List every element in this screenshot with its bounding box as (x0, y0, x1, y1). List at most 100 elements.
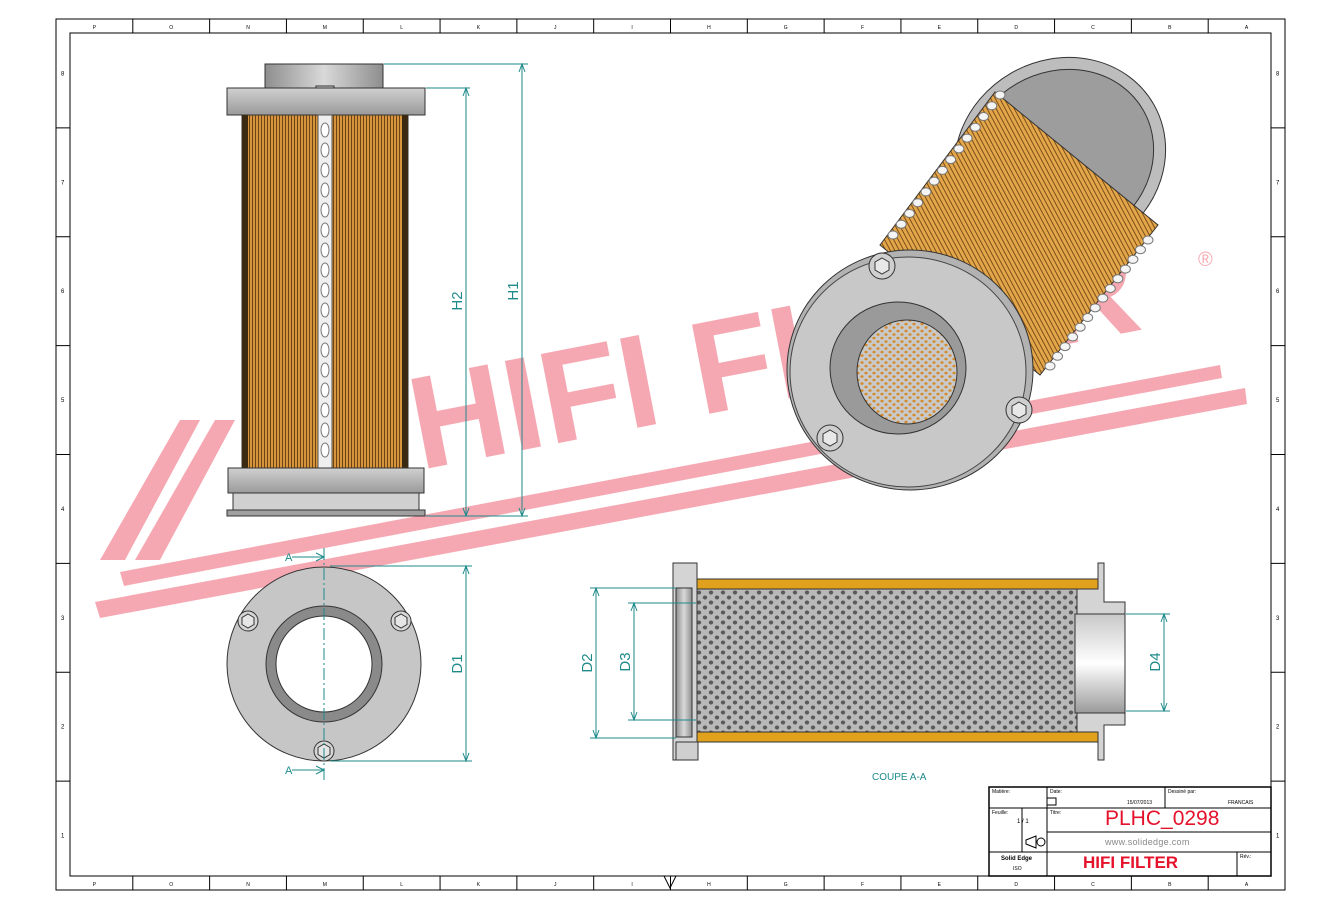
h1-label: H1 (505, 281, 522, 300)
border-top-label: O (169, 25, 173, 31)
flange-bolt-1 (237, 610, 259, 632)
website-text: www.solidedge.com (1105, 837, 1190, 847)
support-bead (320, 242, 330, 258)
sheet-value: 1 / 1 (1017, 819, 1029, 825)
title-label: Titre: (1050, 810, 1062, 816)
center-marker-icon (663, 875, 677, 890)
standard-label: ISO (1013, 866, 1022, 872)
h2-label: H2 (449, 291, 466, 310)
border-top-label: A (1245, 25, 1249, 31)
border-bottom-label: N (246, 882, 250, 888)
support-bead (320, 262, 330, 278)
support-bead (320, 222, 330, 238)
isometric-view (786, 56, 1167, 491)
support-bead (320, 342, 330, 358)
side-beads (320, 122, 330, 458)
border-top-label: D (1014, 25, 1018, 31)
border-bottom-label: E (938, 882, 942, 888)
border-left-label: 8 (61, 71, 65, 77)
support-bead (1082, 313, 1094, 323)
support-bead (1089, 303, 1101, 313)
iso-bolt-1 (868, 252, 896, 280)
border-bottom-label: K (477, 882, 481, 888)
border-right-label: 3 (1276, 616, 1280, 622)
support-bead (953, 144, 965, 154)
d2-label: D2 (579, 653, 596, 672)
support-bead (320, 122, 330, 138)
border-top-label: J (554, 25, 557, 31)
part-number: PLHC_0298 (1105, 807, 1220, 830)
support-bead (320, 302, 330, 318)
border-bottom-label: D (1014, 882, 1018, 888)
support-bead (320, 162, 330, 178)
border-bottom-label: G (784, 882, 788, 888)
border-bottom-label: O (169, 882, 173, 888)
d4-label: D4 (1147, 652, 1164, 671)
support-bead (320, 442, 330, 458)
support-bead (1104, 283, 1116, 293)
support-bead (1074, 322, 1086, 332)
border-left-label: 6 (61, 289, 65, 295)
section-caption: COUPE A-A (872, 772, 927, 783)
support-bead (1112, 274, 1124, 284)
support-bead (1134, 245, 1146, 255)
drawn-by-value: FRANCAIS (1228, 800, 1254, 806)
support-bead (1059, 342, 1071, 352)
border-bottom-label: L (400, 882, 403, 888)
section-mark-bottom: A (285, 765, 293, 777)
border-bottom-label: B (1168, 882, 1172, 888)
iso-bolt-2 (1005, 396, 1033, 424)
date-label: Date: (1050, 789, 1062, 795)
border-left-label: 1 (61, 834, 65, 840)
section-dimensions (590, 586, 1170, 740)
support-bead (994, 90, 1006, 100)
support-bead (920, 187, 932, 197)
side-elevation-view (226, 63, 426, 517)
support-bead (895, 219, 907, 229)
support-bead (961, 133, 973, 143)
border-top-label: G (784, 25, 788, 31)
iso-beads-bottom (1044, 235, 1154, 371)
border-left-label: 2 (61, 725, 65, 731)
border-bottom-label: I (631, 882, 632, 888)
title-block-grid (988, 786, 1272, 877)
iso-bolt-3 (816, 424, 844, 452)
drawn-by-label: Dessiné par: (1168, 789, 1197, 795)
flange-top-view (226, 548, 422, 780)
border-bottom-label: M (323, 882, 327, 888)
support-bead (320, 422, 330, 438)
flange-bolt-2 (390, 610, 412, 632)
support-bead (928, 176, 940, 186)
support-bead (912, 198, 924, 208)
border-labels: PPOONNMMLLKKJJIIHHGGFFEEDDCCBBAA88776655… (61, 25, 1280, 888)
border-right-label: 8 (1276, 71, 1280, 77)
support-bead (320, 202, 330, 218)
support-bead (320, 382, 330, 398)
support-bead (320, 182, 330, 198)
support-bead (1044, 361, 1056, 371)
iso-beads-top (887, 90, 1006, 240)
support-bead (986, 101, 998, 111)
border-top-label: E (938, 25, 942, 31)
border-top-label: P (93, 25, 97, 31)
border-right-label: 2 (1276, 725, 1280, 731)
support-bead (1127, 254, 1139, 264)
border-top-label: L (400, 25, 403, 31)
border-bottom-label: C (1091, 882, 1095, 888)
d3-label: D3 (617, 652, 634, 671)
border-right-label: 5 (1276, 398, 1280, 404)
border-bottom-label: A (1245, 882, 1249, 888)
section-a-a-view (672, 562, 1126, 761)
date-value: 15/07/2013 (1127, 800, 1153, 806)
border-top-label: C (1091, 25, 1095, 31)
support-bead (969, 122, 981, 132)
border-right-label: 7 (1276, 180, 1280, 186)
support-bead (978, 112, 990, 122)
border-bottom-label: H (707, 882, 711, 888)
border-right-label: 1 (1276, 834, 1280, 840)
border-left-label: 3 (61, 616, 65, 622)
border-left-label: 4 (61, 507, 65, 513)
material-label: Matière: (992, 789, 1011, 795)
support-bead (320, 322, 330, 338)
